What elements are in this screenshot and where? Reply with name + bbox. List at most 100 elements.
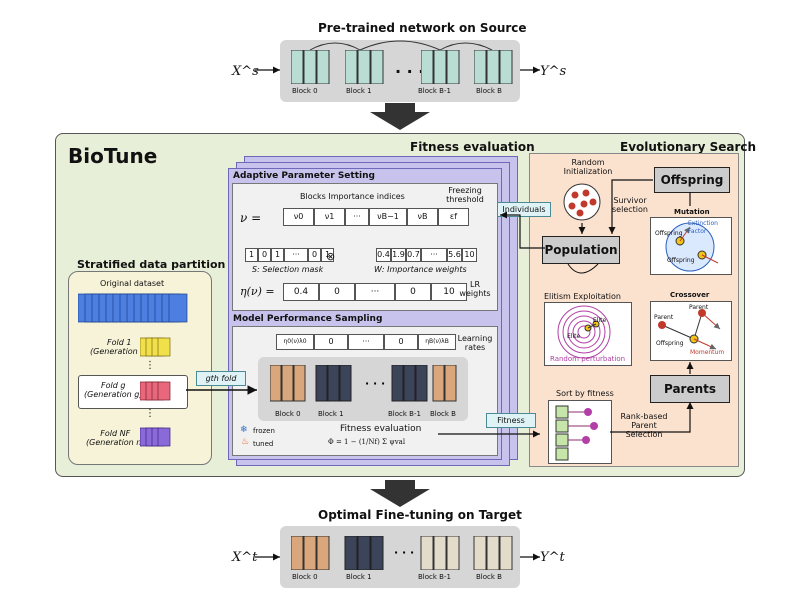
fold-g-stack [140,381,171,401]
lr-weight-cell: 0 [319,283,355,301]
fold-dots-1: ⋮ [145,360,155,371]
crossover-card [650,301,732,361]
weight-cell: 5.6 [447,248,462,262]
fold-1-stack [140,337,171,357]
weight-cell: 10 [462,248,477,262]
importance-weights: 0.4 1.9 0.7 ··· 5.6 10 [376,248,477,262]
lr-cell: ηB(ν)λB [418,334,456,350]
final-blocks: · · · [291,536,513,570]
lr-weights-vector: 0.4 0 ··· 0 10 [283,283,467,301]
weight-cell: 1.9 [391,248,406,262]
performance-title: Model Performance Sampling [233,314,383,324]
gth-fold-tag: gth fold [196,371,246,386]
nu-cell: εf [438,208,469,226]
mutation-offspring-2: Offspring [667,257,695,264]
sort-by-fitness-label: Sort by fitness [556,389,614,398]
lr-weights-label: LR weights [459,280,491,298]
nu-cell: νB [407,208,438,226]
extinction-label: Extinction Factor [688,220,718,235]
original-dataset-stack [78,293,188,323]
elitism-card [544,302,632,366]
fold-1-name: Fold 1 [107,338,132,347]
top-ellipsis: · · · [395,62,425,81]
elitism-diagram [557,305,611,359]
otimes-icon: ⊗ [326,250,336,263]
population-box: Population [542,236,620,264]
top-block-1 [344,49,385,85]
original-dataset-label: Original dataset [100,279,165,288]
mask-cell: 0 [308,248,321,262]
nu-cell: ν0 [283,208,314,226]
offspring-box: Offspring [654,167,730,193]
fold-1-label: Fold 1 (Generation 1) [90,338,149,356]
top-block-0-label: Block 0 [292,87,318,95]
mask-cell: 0 [258,248,271,262]
fitness-tag: Fitness [486,413,536,428]
lr-cell: η0(ν)λ0 [276,334,314,350]
top-block-b1 [420,49,461,85]
elite-label-1: Elite [593,317,607,324]
fold-nf-stack [140,427,171,447]
source-input-label: X^s [232,64,259,79]
sampling-block-0: Block 0 [275,410,301,418]
top-block-b [473,49,514,85]
mutation-diagram [665,222,719,272]
fitness-evaluation-label: Fitness evaluation [340,424,422,434]
frozen-label: frozen [253,427,275,435]
learning-rates-label: Learning rates [457,334,493,352]
eta-equation: η(ν) = [240,285,275,298]
fold-g-gen: (Generation g) [84,390,143,399]
nu-cell: ··· [345,208,369,226]
fold-g-name: Fold g [101,381,126,390]
elitism-label: Elitism Exploitation [544,292,621,301]
lr-weight-cell: ··· [355,283,395,301]
fold-1-gen: (Generation 1) [90,347,149,356]
crossover-label: Crossover [670,291,710,299]
evo-search-title: Evolutionary Search [620,140,757,154]
nu-cell: ν1 [314,208,345,226]
survivor-label: Survivor selection [612,196,648,214]
fold-nf-label: Fold NF (Generation n) [86,429,144,447]
learning-rate-vector: η0(ν)λ0 0 ··· 0 ηB(ν)λB [276,334,456,350]
mask-cell: 1 [271,248,284,262]
random-init-label: Random Initialization [563,158,613,176]
sampling-block-b1: Block B-1 [388,410,421,418]
lr-weight-cell: 0.4 [283,283,319,301]
lr-cell: ··· [348,334,384,350]
snowflake-icon: ❄ [240,425,248,435]
lr-weight-cell: 10 [431,283,467,301]
mask-cell: ··· [284,248,308,262]
weights-label: W: Importance weights [374,265,467,274]
weight-cell: ··· [421,248,447,262]
final-block-b-label: Block B [476,573,502,581]
sampling-block-1: Block 1 [318,410,344,418]
svg-text:· · ·: · · · [365,377,385,390]
bottom-title: Optimal Fine-tuning on Target [318,508,522,522]
fold-g-label: Fold g (Generation g) [84,381,143,399]
nu-vector: ν0 ν1 ··· νB−1 νB εf [283,208,469,226]
tuned-label: tuned [253,440,274,448]
top-block-1-label: Block 1 [346,87,372,95]
top-block-b-label: Block B [476,87,502,95]
source-output-label: Y^s [540,64,567,79]
lr-weight-cell: 0 [395,283,431,301]
sort-diagram [555,405,598,461]
biotune-title: BioTune [68,144,158,168]
final-block-1-label: Block 1 [346,573,372,581]
random-perturbation-label: Random perturbation [550,355,626,363]
mask-label: S: Selection mask [252,265,324,274]
flame-icon: ♨ [241,437,250,447]
target-input-label: X^t [232,550,258,565]
crossover-parent-1: Parent [654,314,674,321]
mutation-offspring-1: Offspring [655,230,683,237]
fitness-formula: Φ = 1 − (1/Nf) Σ ψval [328,438,406,446]
target-output-label: Y^t [540,550,565,565]
weight-cell: 0.4 [376,248,391,262]
selection-mask: 1 0 1 ··· 0 1 [245,248,334,262]
adaptive-title: Adaptive Parameter Setting [233,171,375,181]
freezing-threshold-label: Freezing threshold [446,186,484,204]
elite-label-2: Elite [567,333,581,340]
fold-nf-gen: (Generation n) [86,438,145,447]
top-title: Pre-trained network on Source [318,21,527,35]
